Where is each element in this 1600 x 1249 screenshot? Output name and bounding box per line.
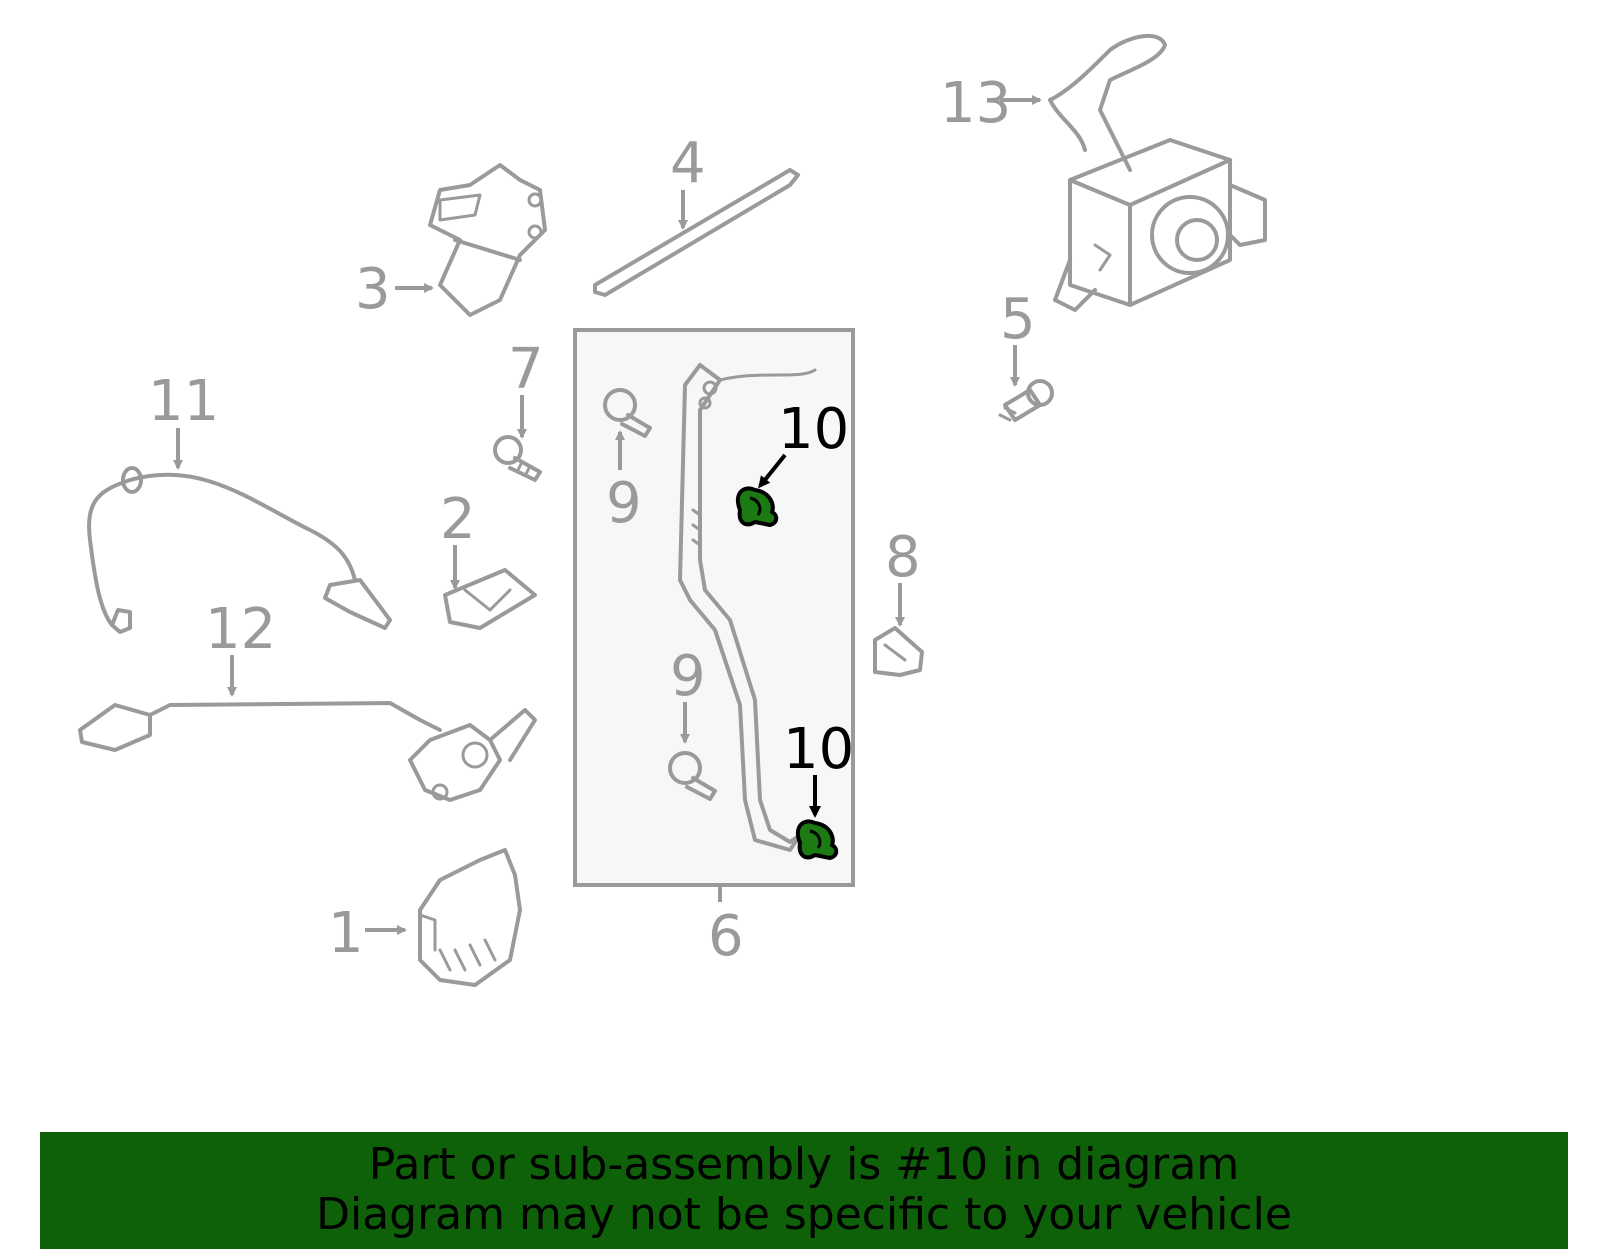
part-8-bracket: [873, 626, 924, 677]
part-11-cable: [87, 466, 392, 634]
banner-line-disclaimer: Diagram may not be specific to your vehi…: [316, 1189, 1292, 1240]
part-10-clip-lower: [795, 819, 839, 860]
part-3-actuator: [428, 163, 547, 317]
part-4-weatherstrip: [593, 168, 800, 297]
part-2-bracket: [443, 568, 537, 630]
callout-7: 7: [508, 337, 544, 402]
callout-8: 8: [885, 525, 921, 590]
callout-12: 12: [205, 597, 276, 662]
callout-10-lower: 10: [783, 717, 854, 782]
part-10-clip-upper: [735, 486, 779, 527]
callout-9-lower: 9: [670, 644, 706, 709]
leader-lines: [173, 95, 1042, 935]
callout-13: 13: [940, 71, 1011, 136]
part-5-bolt: [998, 379, 1054, 422]
callout-1: 1: [328, 901, 364, 966]
callout-11: 11: [148, 369, 219, 434]
info-banner: Part or sub-assembly is #10 in diagram D…: [40, 1132, 1568, 1249]
callout-10-upper: 10: [778, 397, 849, 462]
part-13-module: [1048, 33, 1267, 312]
callout-3: 3: [355, 257, 391, 322]
parts-diagram: 13 3 4 5 7 11 2 8 12 1 6 9 9 10 10: [78, 33, 1267, 987]
part-1-lock: [418, 848, 522, 987]
banner-line-part: Part or sub-assembly is #10 in diagram: [368, 1139, 1240, 1190]
callout-9-upper: 9: [606, 471, 642, 536]
part-6-check-arm: [678, 363, 817, 852]
part-12-cable: [78, 701, 537, 802]
part-9-bolt-lower: [668, 751, 717, 801]
part-9-bolt-upper: [603, 388, 652, 438]
part-7-bolt: [493, 435, 542, 482]
callout-4: 4: [670, 131, 706, 196]
callout-5: 5: [1000, 287, 1036, 352]
callout-2: 2: [440, 487, 476, 552]
callout-6: 6: [708, 904, 744, 969]
